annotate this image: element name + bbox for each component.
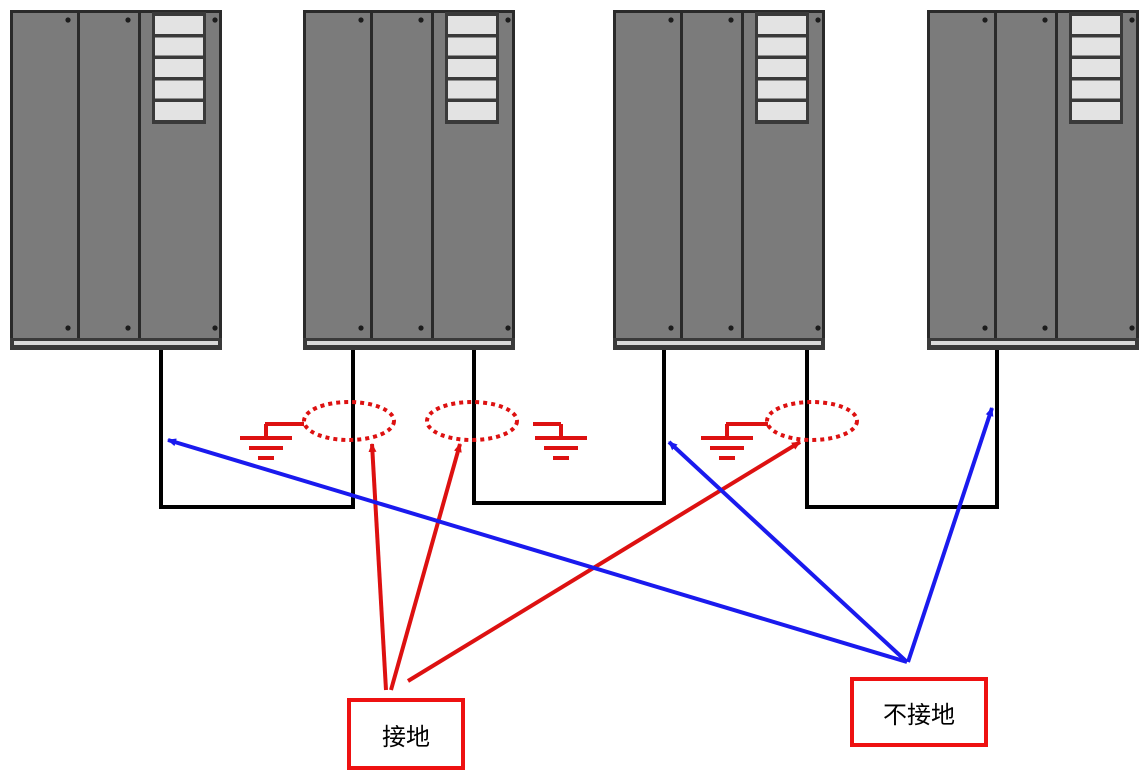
display-slot (448, 37, 496, 56)
screw (1042, 325, 1048, 331)
screw (505, 17, 511, 23)
display-slot (1072, 16, 1120, 34)
screw (982, 17, 988, 23)
screw (815, 17, 821, 23)
display-slot (155, 16, 203, 34)
ground-symbol-1 (240, 422, 304, 460)
not-grounded-arrow-2 (667, 440, 909, 664)
screw (728, 325, 734, 331)
door-seam (370, 13, 373, 338)
display-slot (155, 102, 203, 120)
door-seam (77, 13, 80, 338)
display-slot (758, 102, 806, 120)
cabinet-base-trim (307, 341, 511, 345)
screw (65, 325, 71, 331)
door-seam (431, 13, 434, 338)
grounded-arrow-2 (389, 443, 462, 691)
screw (668, 325, 674, 331)
display-slot (448, 16, 496, 34)
display-slot (1072, 59, 1120, 77)
screw (1129, 325, 1135, 331)
screw (1042, 17, 1048, 23)
screw (982, 325, 988, 331)
cable-loop-3 (805, 350, 999, 509)
grounded-label: 接地 (382, 722, 430, 751)
ground-symbol-2 (533, 422, 587, 460)
cable-wiring (159, 350, 999, 509)
grounded-arrow-3 (406, 440, 802, 683)
cabinet-1 (10, 10, 222, 350)
cable-loop-1 (159, 350, 355, 509)
screw (418, 325, 424, 331)
ground-point-ellipse-3 (765, 400, 859, 442)
grounded-label-box: 接地 (347, 698, 465, 770)
display-slot (448, 80, 496, 99)
door-seam (680, 13, 683, 338)
screw (668, 17, 674, 23)
display-slot (1072, 80, 1120, 99)
cabinet-base-trim (617, 341, 821, 345)
display-slot (155, 59, 203, 77)
door-seam (741, 13, 744, 338)
screw (358, 325, 364, 331)
display-slot (1072, 37, 1120, 56)
grounded-arrow-1 (368, 443, 388, 691)
screw (1129, 17, 1135, 23)
cabinet-base-trim (14, 341, 218, 345)
display-slot (448, 102, 496, 120)
display-slot (448, 59, 496, 77)
cabinet-2 (303, 10, 515, 350)
ground-symbol-3 (701, 422, 768, 460)
screw (212, 325, 218, 331)
cabinet-3 (613, 10, 825, 350)
screw (125, 17, 131, 23)
screw (212, 17, 218, 23)
not-grounded-label-box: 不接地 (850, 677, 988, 747)
display-slot (155, 37, 203, 56)
screw (505, 325, 511, 331)
ground-point-ellipse-2 (425, 400, 519, 442)
display-slot (155, 80, 203, 99)
screw (815, 325, 821, 331)
cabinet-4 (927, 10, 1139, 350)
door-seam (994, 13, 997, 338)
display-slot (1072, 102, 1120, 120)
screw (418, 17, 424, 23)
screw (728, 17, 734, 23)
door-seam (138, 13, 141, 338)
cabinet-base-trim (931, 341, 1135, 345)
screw (358, 17, 364, 23)
ground-point-ellipse-1 (302, 400, 396, 442)
display-slot (758, 16, 806, 34)
display-slot (758, 37, 806, 56)
cable-loop-2 (472, 350, 666, 505)
not-grounded-label: 不接地 (883, 700, 955, 729)
not-grounded-arrow-3 (906, 407, 994, 663)
display-slot (758, 80, 806, 99)
screw (65, 17, 71, 23)
not-grounded-arrow-1 (167, 438, 908, 664)
ground-point-highlights (302, 400, 859, 442)
display-slot (758, 59, 806, 77)
door-seam (1055, 13, 1058, 338)
screw (125, 325, 131, 331)
